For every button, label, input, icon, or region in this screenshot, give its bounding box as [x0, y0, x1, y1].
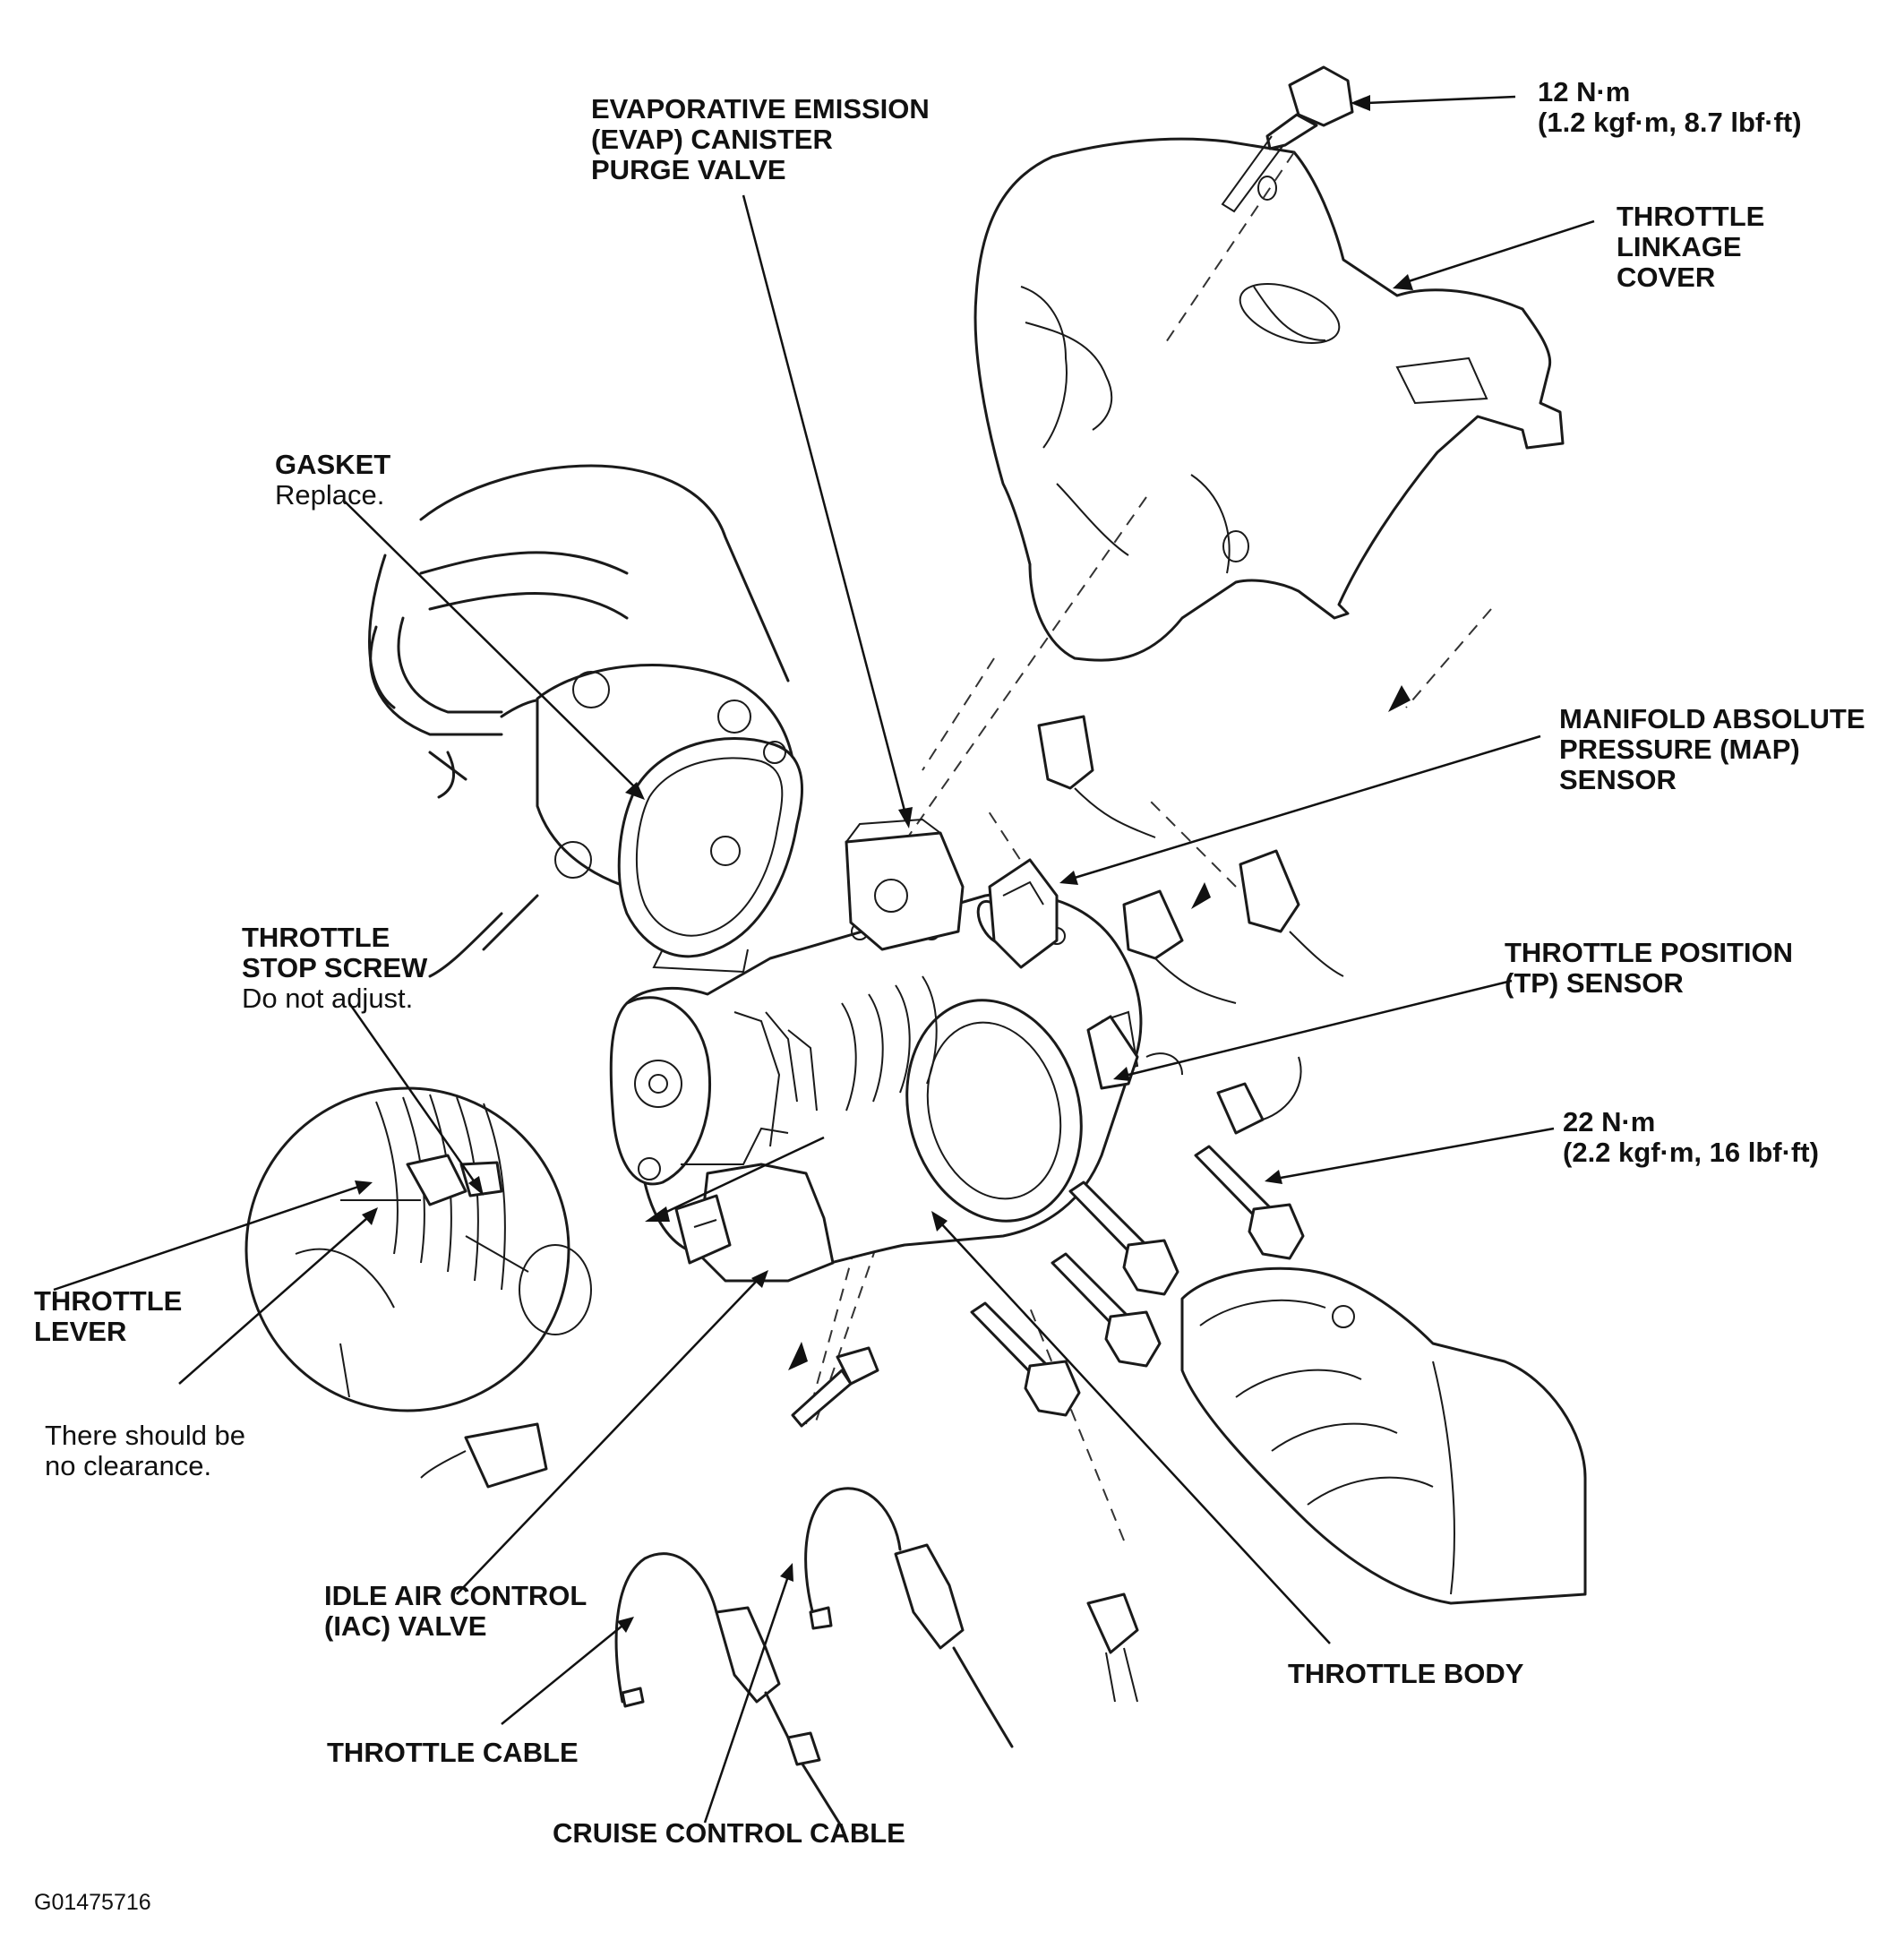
linkage-cover-line-2: LINKAGE	[1617, 231, 1742, 262]
evap-line-2: (EVAP) CANISTER	[591, 124, 833, 155]
gasket	[617, 737, 804, 974]
electrical-connectors	[420, 715, 1344, 1703]
map-sensor-line-1: MANIFOLD ABSOLUTE	[1559, 703, 1865, 734]
vacuum-hose	[369, 616, 503, 799]
label-map-sensor: MANIFOLD ABSOLUTE PRESSURE (MAP) SENSOR	[1559, 704, 1865, 795]
iac-valve-line-1: IDLE AIR CONTROL	[324, 1580, 587, 1611]
label-throttle-stop-screw: THROTTLE STOP SCREW Do not adjust.	[242, 923, 427, 1014]
label-torque-mid: 22 N·m (2.2 kgf·m, 16 lbf·ft)	[1563, 1107, 1819, 1168]
throttle-lever-line-1: THROTTLE	[34, 1285, 183, 1317]
label-cruise-control-cable: CRUISE CONTROL CABLE	[553, 1817, 905, 1849]
evap-line-3: PURGE VALVE	[591, 154, 786, 185]
label-iac-valve: IDLE AIR CONTROL (IAC) VALVE	[324, 1581, 587, 1642]
map-sensor	[988, 858, 1059, 969]
throttle-body-bolts	[791, 1145, 1305, 1428]
label-throttle-cable: THROTTLE CABLE	[327, 1737, 579, 1768]
torque-mid-value: 22 N·m	[1563, 1106, 1656, 1137]
gasket-note: Replace.	[275, 479, 385, 511]
label-throttle-body: THROTTLE BODY	[1288, 1658, 1524, 1689]
evap-line-1: EVAPORATIVE EMISSION	[591, 93, 930, 124]
stop-screw-inset	[244, 1086, 592, 1412]
torque-top-conversion: (1.2 kgf·m, 8.7 lbf·ft)	[1538, 107, 1802, 138]
label-throttle-lever: THROTTLE LEVER	[34, 1286, 182, 1347]
throttle-linkage-cover	[973, 137, 1565, 662]
intake-air-duct	[1180, 1266, 1587, 1605]
label-torque-top: 12 N·m (1.2 kgf·m, 8.7 lbf·ft)	[1538, 77, 1802, 138]
torque-mid-conversion: (2.2 kgf·m, 16 lbf·ft)	[1563, 1137, 1819, 1168]
clearance-line-2: no clearance.	[45, 1450, 212, 1481]
label-no-clearance-note: There should be no clearance.	[45, 1421, 245, 1481]
map-sensor-line-2: PRESSURE (MAP)	[1559, 734, 1800, 765]
leader-lines	[53, 95, 1595, 1824]
label-throttle-linkage-cover: THROTTLE LINKAGE COVER	[1617, 202, 1764, 293]
throttle-lever-line-2: LEVER	[34, 1316, 127, 1347]
tp-sensor-line-2: (TP) SENSOR	[1505, 967, 1684, 999]
gasket-title: GASKET	[275, 449, 391, 480]
label-tp-sensor: THROTTLE POSITION (TP) SENSOR	[1505, 938, 1793, 999]
iac-valve-line-2: (IAC) VALVE	[324, 1610, 487, 1642]
iac-valve	[674, 1163, 835, 1283]
throttle-pulley	[609, 996, 789, 1186]
linkage-cover-bolt	[1221, 65, 1354, 213]
map-sensor-line-3: SENSOR	[1559, 764, 1677, 795]
torque-top-value: 12 N·m	[1538, 76, 1631, 107]
stop-screw-note: Do not adjust.	[242, 983, 414, 1014]
stop-screw-line-2: STOP SCREW	[242, 952, 428, 983]
linkage-cover-line-1: THROTTLE	[1617, 201, 1765, 232]
label-evap-purge-valve: EVAPORATIVE EMISSION (EVAP) CANISTER PUR…	[591, 94, 930, 185]
linkage-cover-line-3: COVER	[1617, 262, 1716, 293]
stop-screw-line-1: THROTTLE	[242, 922, 390, 953]
tp-sensor-line-1: THROTTLE POSITION	[1505, 937, 1794, 968]
label-gasket: GASKET Replace.	[275, 450, 390, 511]
clearance-line-1: There should be	[45, 1420, 246, 1451]
figure-id: G01475716	[34, 1890, 151, 1915]
throttle-and-cruise-cables	[614, 1487, 1014, 1829]
